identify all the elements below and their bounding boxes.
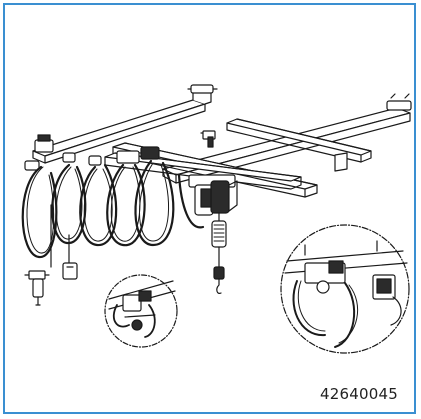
overhead-crane-line-drawing [21,84,412,354]
bridge-main-beam [104,152,302,190]
back-runway-rail [32,84,218,164]
filter-regulator-unit [24,204,78,306]
front-runway-rail [162,93,412,184]
part-number-label: 42640045 [320,385,398,403]
chain-hoist [188,174,238,294]
end-stop-back-right [190,84,214,94]
festoon-trolleys [24,134,160,171]
loose-fitting [200,130,216,148]
drawing-frame: 42640045 [3,3,416,414]
detail-magnifier-left [104,274,178,348]
detail-magnifier-right [280,224,410,354]
end-stop-front-right [386,100,412,111]
festoon-hose-loops [21,159,205,259]
